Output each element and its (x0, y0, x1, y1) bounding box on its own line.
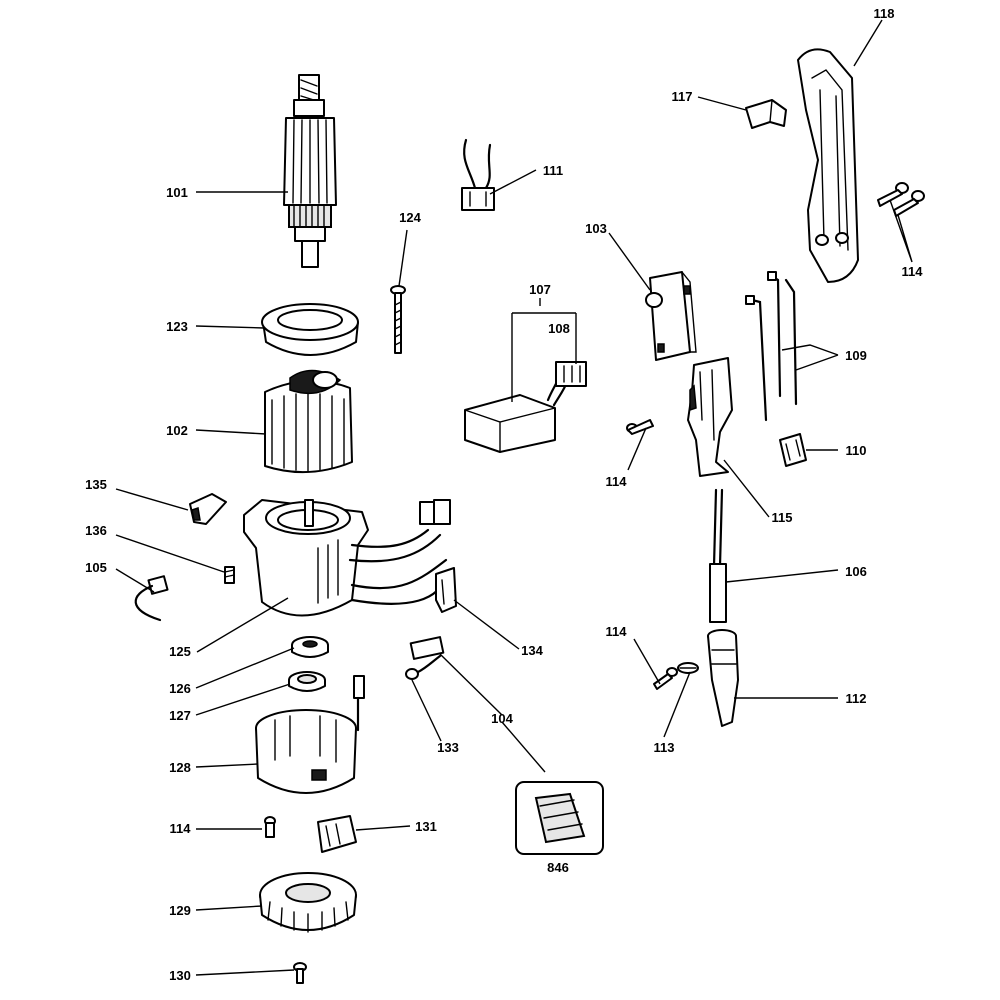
screws-part-114-right (877, 182, 925, 217)
brush-holder-part-134 (435, 567, 457, 613)
label-109: 109 (845, 348, 867, 363)
electronic-module-part-107 (464, 373, 570, 453)
switch-part-103 (645, 271, 697, 361)
plate-part-131 (317, 815, 357, 853)
switch-bracket-part-115 (687, 357, 733, 477)
label-115: 115 (772, 510, 793, 525)
label-101: 101 (166, 185, 188, 200)
handle-part-118 (797, 48, 859, 283)
fan-part-129 (259, 872, 357, 933)
spring-part-133 (405, 654, 442, 680)
clip-part-135 (189, 493, 227, 525)
label-107: 107 (529, 282, 551, 297)
bearing-part-126 (291, 636, 329, 658)
bearing-housing-part-123 (261, 303, 359, 356)
leads-part-109 (745, 271, 798, 422)
label-133: 133 (437, 740, 459, 755)
brush-holder-part-128 (255, 675, 365, 794)
label-114-cord: 114 (606, 624, 628, 639)
label-127: 127 (169, 708, 191, 723)
label-136: 136 (85, 523, 107, 538)
screw-part-114-middle (626, 419, 654, 435)
label-134: 134 (521, 643, 543, 658)
label-110: 110 (846, 443, 867, 458)
small-screw-part-136 (224, 566, 235, 584)
brush-set-part-111 (461, 138, 495, 211)
label-114-middle: 114 (606, 474, 628, 489)
label-114-left: 114 (170, 821, 192, 836)
label-123: 123 (166, 319, 188, 334)
label-131: 131 (415, 819, 437, 834)
label-129: 129 (169, 903, 191, 918)
cord-part-106 (709, 488, 727, 623)
label-111: 111 (543, 163, 563, 178)
part-labels: 101 123 124 102 135 136 105 125 126 127 … (85, 6, 923, 983)
motor-housing-part-125 (243, 499, 451, 617)
label-105: 105 (85, 560, 107, 575)
brush-part-105 (134, 575, 169, 622)
leader-lines (115, 19, 913, 976)
label-846: 846 (547, 860, 569, 875)
cable-clamp-part-113 (677, 662, 699, 674)
bag-part-846 (515, 781, 604, 855)
label-126: 126 (169, 681, 191, 696)
label-135: 135 (85, 477, 107, 492)
label-112: 112 (846, 691, 867, 706)
label-103: 103 (585, 221, 607, 236)
screw-part-114-left (264, 816, 276, 838)
long-screw-part-124 (390, 285, 406, 354)
label-108: 108 (548, 321, 570, 336)
label-106: 106 (845, 564, 867, 579)
screw-part-130 (293, 962, 307, 984)
label-124: 124 (399, 210, 421, 225)
label-128: 128 (169, 760, 191, 775)
cord-protector-part-112 (707, 629, 739, 727)
label-117: 117 (672, 89, 693, 104)
label-113: 113 (654, 740, 675, 755)
clip-part-117 (745, 99, 787, 129)
label-125: 125 (169, 644, 191, 659)
armature-part-101 (283, 74, 337, 268)
label-114-right: 114 (902, 264, 924, 279)
label-130: 130 (169, 968, 191, 983)
washer-part-127 (288, 671, 326, 692)
label-102: 102 (166, 423, 188, 438)
stator-field-part-102 (264, 369, 353, 474)
brush-part-104 (409, 636, 445, 660)
terminal-part-110 (779, 433, 807, 467)
label-104: 104 (491, 711, 513, 726)
connector-part-108 (555, 361, 587, 387)
label-118: 118 (874, 6, 895, 21)
